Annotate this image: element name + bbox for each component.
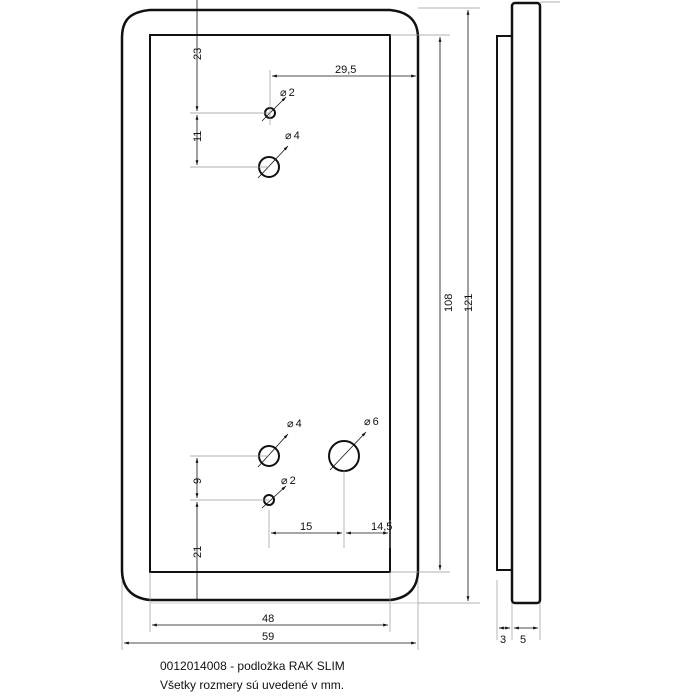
dim-108: 108 bbox=[443, 294, 455, 312]
dim-121: 121 bbox=[463, 294, 475, 312]
dim-23: 23 bbox=[192, 48, 204, 60]
hole-label-top-small: ⌀2 bbox=[280, 87, 295, 99]
dim-14-5: 14,5 bbox=[371, 521, 392, 533]
dim-29-5: 29,5 bbox=[335, 64, 356, 76]
caption-units-note: Všetky rozmery sú uvedené v mm. bbox=[160, 678, 345, 692]
inner-recess bbox=[149, 34, 391, 573]
dim-11: 11 bbox=[192, 131, 204, 142]
dim-48: 48 bbox=[262, 613, 274, 625]
hole-label-top-medium: ⌀4 bbox=[285, 130, 300, 142]
dim-59: 59 bbox=[262, 631, 274, 643]
hole-label-bottom-large: ⌀6 bbox=[364, 416, 379, 428]
dim-5: 5 bbox=[520, 634, 526, 646]
hole-label-bottom-medium: ⌀4 bbox=[287, 418, 302, 430]
side-view-recess bbox=[496, 35, 513, 571]
side-view-body bbox=[510, 1, 542, 605]
dim-15: 15 bbox=[300, 521, 312, 533]
hole-label-bottom-small: ⌀2 bbox=[281, 475, 296, 487]
dim-3: 3 bbox=[500, 634, 506, 646]
dim-9: 9 bbox=[192, 478, 204, 484]
caption-part-number: 0012014008 - podložka RAK SLIM bbox=[160, 659, 345, 673]
dim-21: 21 bbox=[192, 546, 204, 558]
